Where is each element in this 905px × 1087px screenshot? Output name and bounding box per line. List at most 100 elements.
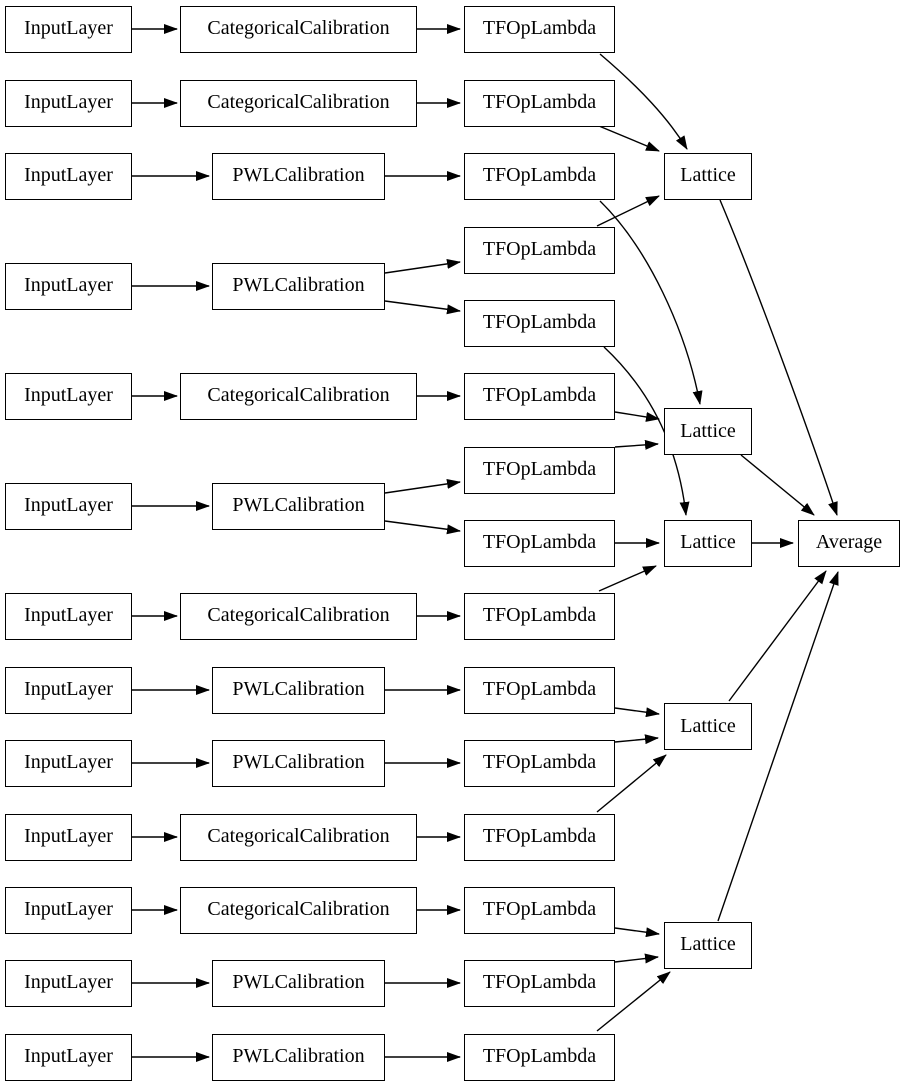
node-label: Lattice (680, 419, 736, 442)
node-tfop-9: TFOpLambda (464, 592, 615, 640)
edge-lattice1-average (719, 199, 838, 516)
node-input-7: InputLayer (5, 592, 132, 640)
node-label: TFOpLambda (482, 604, 597, 626)
node-tfop-5: TFOpLambda (464, 299, 615, 347)
node-tfop-14: TFOpLambda (464, 959, 615, 1007)
node-label: TFOpLambda (482, 678, 597, 700)
node-label: PWLCalibration (232, 1045, 365, 1067)
node-label: TFOpLambda (482, 971, 597, 993)
node-lattice-4: Lattice (664, 703, 752, 750)
node-input-2: InputLayer (5, 79, 132, 127)
node-cal-13: PWLCalibration (212, 1033, 385, 1081)
node-label: CategoricalCalibration (207, 91, 390, 113)
node-label: TFOpLambda (482, 751, 597, 773)
edge-tfop1-lattice1 (599, 53, 688, 150)
node-label: Lattice (680, 531, 736, 553)
node-label: InputLayer (24, 91, 113, 113)
node-label: TFOpLambda (482, 898, 597, 920)
node-cal-10: CategoricalCalibration (180, 813, 417, 861)
node-input-3: InputLayer (5, 152, 132, 200)
node-tfop-7: TFOpLambda (464, 446, 615, 494)
edge-cal6-tfop7 (384, 478, 461, 494)
edge-tfop5-lattice3 (603, 346, 690, 516)
node-label: PWLCalibration (232, 164, 365, 186)
node-label: CategoricalCalibration (207, 604, 390, 626)
node-label: TFOpLambda (482, 1045, 597, 1067)
node-label: InputLayer (24, 971, 113, 993)
node-label: TFOpLambda (482, 311, 597, 333)
node-label: CategoricalCalibration (207, 825, 390, 847)
node-tfop-4: TFOpLambda (464, 226, 615, 274)
node-label: TFOpLambda (482, 825, 597, 847)
node-tfop-15: TFOpLambda (464, 1033, 615, 1081)
node-label: PWLCalibration (232, 751, 365, 773)
node-tfop-1: TFOpLambda (464, 5, 615, 53)
edge-tfop13-lattice5 (614, 927, 660, 938)
node-label: PWLCalibration (232, 274, 365, 296)
node-label: InputLayer (24, 17, 113, 39)
edge-tfop11-lattice4 (614, 734, 659, 745)
node-cal-11: CategoricalCalibration (180, 886, 417, 934)
node-label: TFOpLambda (482, 164, 597, 186)
edge-cal6-tfop8 (384, 520, 461, 535)
node-label: InputLayer (24, 604, 113, 626)
edge-tfop6-lattice2 (614, 411, 660, 422)
node-label: PWLCalibration (232, 678, 365, 700)
node-input-12: InputLayer (5, 959, 132, 1007)
node-average: Average (798, 519, 900, 567)
node-lattice-3: Lattice (664, 519, 752, 567)
edge-lattice4-average (728, 570, 827, 702)
node-label: PWLCalibration (232, 971, 365, 993)
node-tfop-11: TFOpLambda (464, 739, 615, 787)
edge-tfop3-lattice2 (599, 200, 703, 405)
edge-tfop12-lattice4 (596, 754, 667, 813)
node-tfop-13: TFOpLambda (464, 886, 615, 934)
node-label: TFOpLambda (482, 384, 597, 406)
edge-tfop10-lattice4 (614, 707, 660, 718)
node-label: TFOpLambda (482, 91, 597, 113)
node-tfop-8: TFOpLambda (464, 519, 615, 567)
node-input-6: InputLayer (5, 482, 132, 530)
edge-tfop4-lattice1 (596, 195, 660, 227)
node-label: TFOpLambda (482, 458, 597, 480)
node-lattice-5: Lattice (664, 921, 752, 969)
node-label: InputLayer (24, 1045, 113, 1067)
node-label: Lattice (680, 164, 736, 186)
node-cal-4: PWLCalibration (212, 262, 385, 310)
node-cal-7: CategoricalCalibration (180, 592, 417, 640)
node-label: InputLayer (24, 274, 113, 296)
edge-lattice2-average (740, 454, 815, 516)
edge-tfop15-lattice5 (596, 971, 671, 1032)
node-tfop-6: TFOpLambda (464, 372, 615, 420)
node-label: InputLayer (24, 825, 113, 847)
node-label: Lattice (680, 714, 736, 737)
edge-tfop2-lattice1 (598, 125, 660, 152)
node-lattice-1: Lattice (664, 152, 752, 200)
node-label: Lattice (680, 933, 736, 955)
node-label: TFOpLambda (482, 17, 597, 39)
node-label: InputLayer (24, 678, 113, 700)
node-input-13: InputLayer (5, 1033, 132, 1081)
node-label: CategoricalCalibration (207, 17, 390, 39)
edge-lattice5-average (717, 571, 839, 922)
node-input-5: InputLayer (5, 372, 132, 420)
node-tfop-2: TFOpLambda (464, 79, 615, 127)
node-label: TFOpLambda (482, 531, 597, 553)
node-cal-8: PWLCalibration (212, 666, 385, 714)
node-cal-9: PWLCalibration (212, 739, 385, 787)
node-label: InputLayer (24, 494, 113, 516)
node-input-1: InputLayer (5, 5, 132, 53)
node-cal-2: CategoricalCalibration (180, 79, 417, 127)
node-label: TFOpLambda (482, 238, 597, 260)
node-cal-6: PWLCalibration (212, 482, 385, 530)
node-label: PWLCalibration (232, 494, 365, 516)
node-tfop-12: TFOpLambda (464, 813, 615, 861)
node-input-10: InputLayer (5, 813, 132, 861)
node-label: CategoricalCalibration (207, 384, 390, 406)
node-label: CategoricalCalibration (207, 898, 390, 920)
edge-tfop9-lattice3 (598, 565, 657, 592)
node-label: InputLayer (24, 384, 113, 406)
edge-tfop7-lattice2 (614, 439, 659, 450)
